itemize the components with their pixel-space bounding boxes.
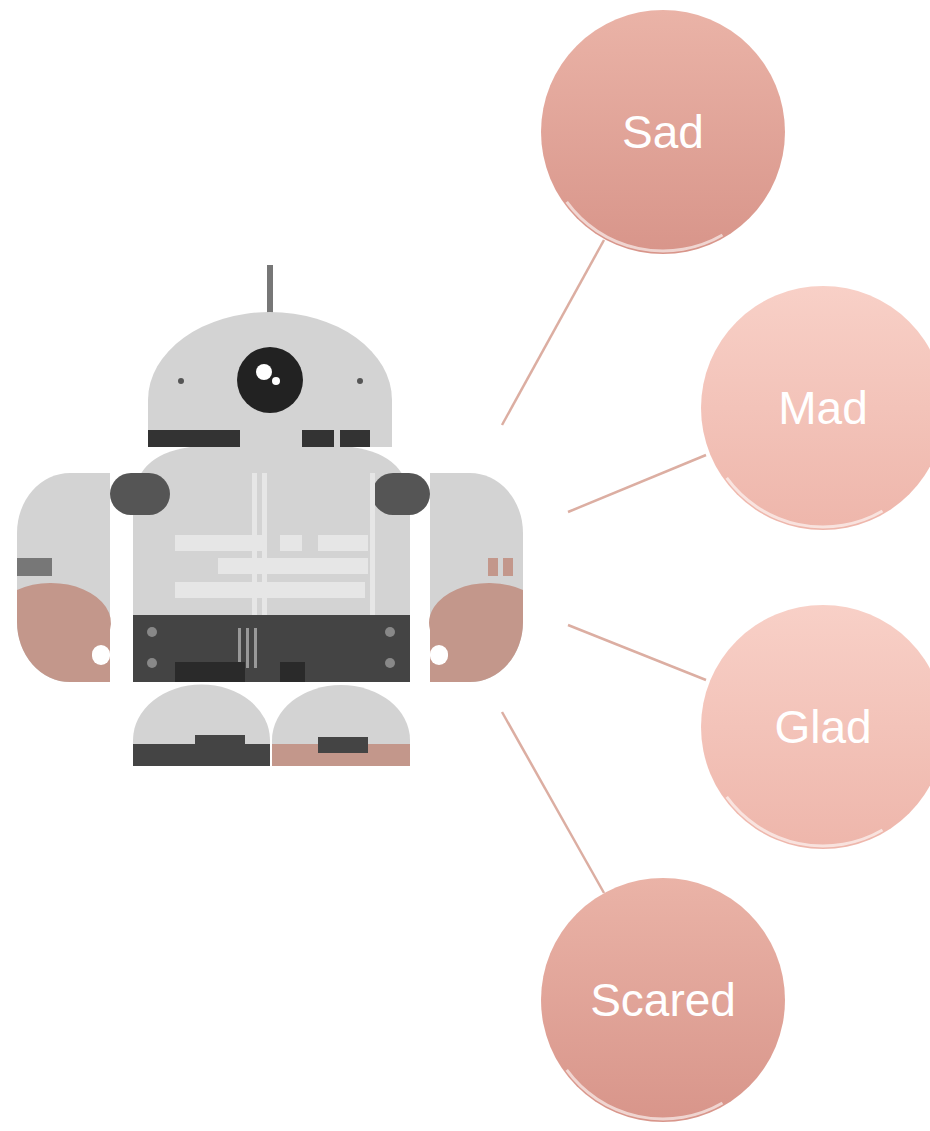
head-dot <box>357 378 363 384</box>
rivet <box>385 658 395 668</box>
body-panel <box>175 582 365 598</box>
vent <box>246 628 249 668</box>
emotion-label: Mad <box>778 383 867 434</box>
shoulder <box>372 473 430 515</box>
emotion-circle: Scared <box>540 877 786 1123</box>
body-base <box>133 615 410 682</box>
head-band <box>340 430 370 447</box>
arm-detail <box>503 558 513 576</box>
body-line <box>370 473 375 615</box>
arm-detail <box>17 558 52 576</box>
circle-fill <box>701 605 930 849</box>
circle-highlight <box>727 797 883 846</box>
head-band <box>302 430 334 447</box>
leader-line <box>502 712 604 893</box>
circle-text-box: Sad <box>540 9 786 255</box>
head-dot <box>178 378 184 384</box>
emotion-circle: Glad <box>700 604 930 850</box>
circle-fill <box>541 10 785 254</box>
robot-head <box>148 312 392 447</box>
circle-fill <box>541 878 785 1122</box>
vent <box>254 628 257 668</box>
circle-text-box: Mad <box>700 285 930 531</box>
body-panel <box>218 558 368 574</box>
robot-eye <box>237 347 303 413</box>
emotion-circle: Sad <box>540 9 786 255</box>
robot-foot <box>272 685 410 766</box>
body-panel <box>318 535 368 551</box>
emotion-label: Scared <box>590 975 736 1026</box>
circle-text-box: Scared <box>540 877 786 1123</box>
emotion-label: Sad <box>622 107 704 158</box>
arm-detail <box>430 645 448 665</box>
arm-detail <box>92 645 110 665</box>
leader-line <box>568 625 706 680</box>
circle-highlight <box>727 478 883 527</box>
robot-body <box>133 447 410 615</box>
circle-fill <box>701 286 930 530</box>
emotion-circle: Mad <box>700 285 930 531</box>
robot-foot <box>133 685 270 766</box>
leader-lines <box>502 240 706 893</box>
circle-highlight <box>567 1070 723 1119</box>
foot-detail <box>318 737 368 753</box>
body-panel <box>280 535 302 551</box>
leader-line <box>568 455 706 512</box>
head-band <box>148 430 240 447</box>
robot-arm <box>430 473 523 682</box>
base-detail <box>280 662 305 682</box>
leader-line <box>502 240 604 425</box>
base-detail <box>175 662 245 682</box>
robot-arm <box>17 473 110 682</box>
arm-detail <box>488 558 498 576</box>
eye-highlight <box>272 377 280 385</box>
shoulder <box>110 473 170 515</box>
rivet <box>147 658 157 668</box>
circle-text-box: Glad <box>700 604 930 850</box>
circle-highlight <box>567 202 723 251</box>
rivet <box>147 627 157 637</box>
arm-band <box>17 583 111 682</box>
body-panel <box>175 535 263 551</box>
arm-band <box>429 583 523 682</box>
eye-highlight <box>256 364 272 380</box>
foot-sole <box>133 744 270 766</box>
robot <box>17 265 523 766</box>
rivet <box>385 627 395 637</box>
emotion-label: Glad <box>774 702 871 753</box>
foot-sole <box>195 735 245 747</box>
